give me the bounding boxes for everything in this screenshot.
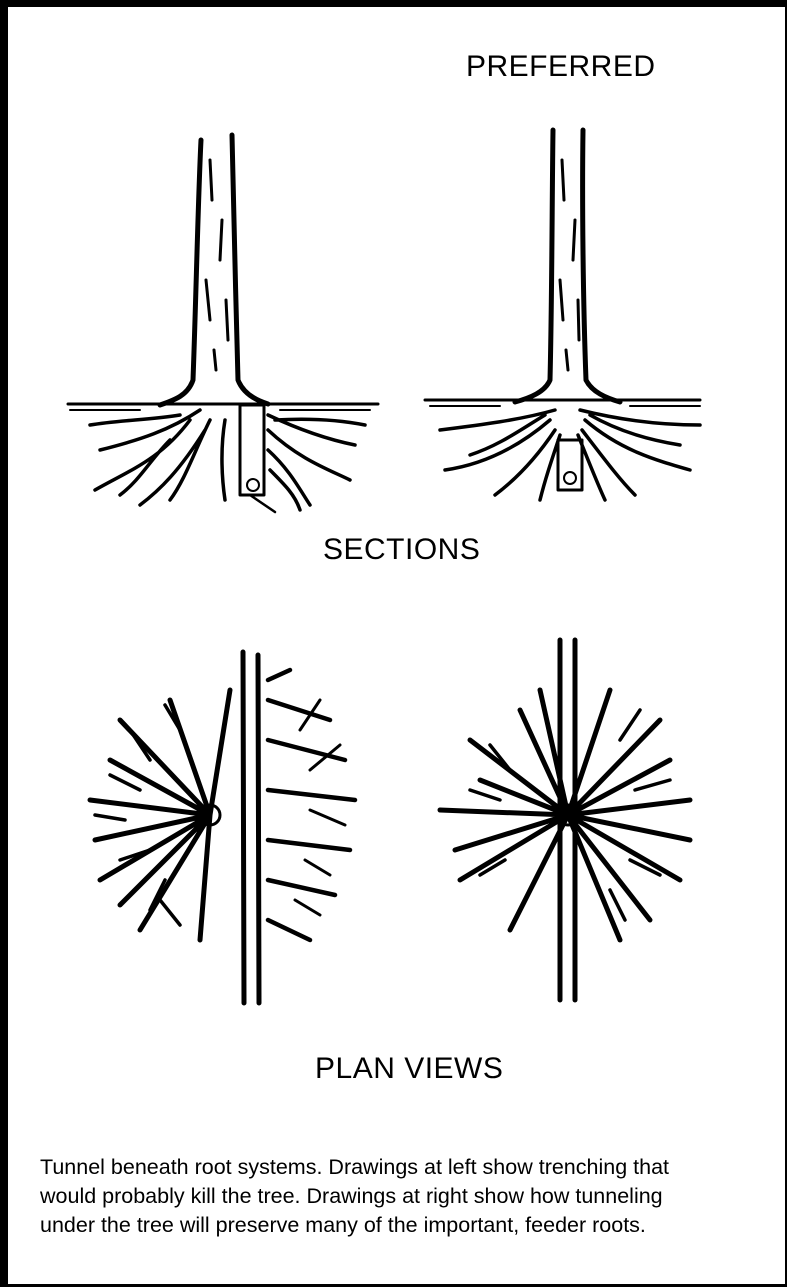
section-trench-tree [68,135,378,512]
sections-label: SECTIONS [323,533,480,567]
caption: Tunnel beneath root systems. Drawings at… [40,1153,780,1240]
caption-line: Tunnel beneath root systems. Drawings at… [40,1153,780,1182]
plan-tunnel-roots [440,640,690,1000]
plan-trench-roots [90,652,355,1003]
section-tunnel-tree [425,130,700,500]
preferred-label: PREFERRED [466,50,656,84]
caption-line: under the tree will preserve many of the… [40,1211,780,1240]
caption-line: would probably kill the tree. Drawings a… [40,1182,780,1211]
plan-views-label: PLAN VIEWS [315,1052,503,1086]
